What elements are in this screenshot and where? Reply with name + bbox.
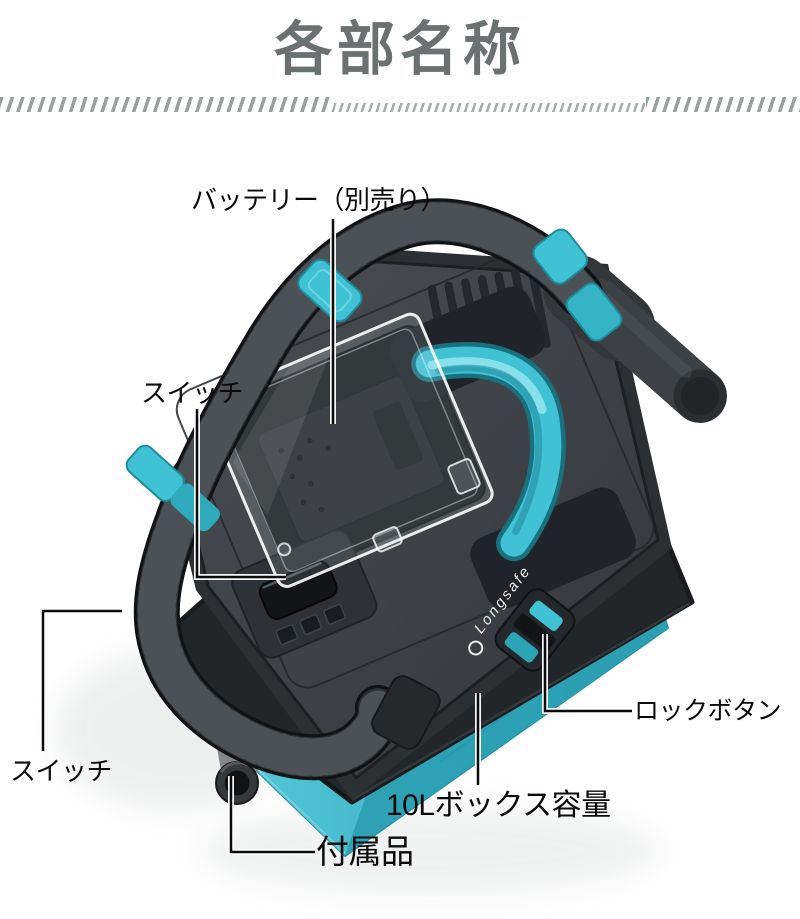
battery-indicator-leds xyxy=(275,603,346,646)
lock-button xyxy=(494,588,576,672)
pointer-lines xyxy=(40,219,632,855)
switch-top-label: スイッチ xyxy=(141,378,244,408)
brand-swirl-icon xyxy=(468,640,484,656)
divider-stripes-left xyxy=(0,97,334,112)
page-title: 各部名称 xyxy=(273,17,526,82)
divider-stripes-right xyxy=(646,97,800,112)
battery-cover xyxy=(203,312,494,588)
hose-clips xyxy=(125,228,623,532)
header-divider xyxy=(0,94,800,118)
top-face-details xyxy=(175,249,655,689)
battery-label: バッテリー（別売り） xyxy=(191,185,447,215)
carry-handle xyxy=(411,342,566,562)
accessory-pointer-line xyxy=(229,776,315,854)
switch-side-label: スイッチ xyxy=(10,756,113,786)
divider-stripes-middle xyxy=(334,103,646,112)
switch-top-pointer-line xyxy=(195,409,286,579)
lock-button-label: ロックボタン xyxy=(634,697,782,725)
hose-inlet-port xyxy=(371,675,441,750)
switch-side-pointer-line xyxy=(41,609,122,751)
hose xyxy=(133,198,603,781)
accessory-label: 付属品 xyxy=(316,833,414,870)
box-capacity-label: 10Lボックス容量 xyxy=(386,789,611,822)
lock-pointer-line xyxy=(543,634,632,713)
